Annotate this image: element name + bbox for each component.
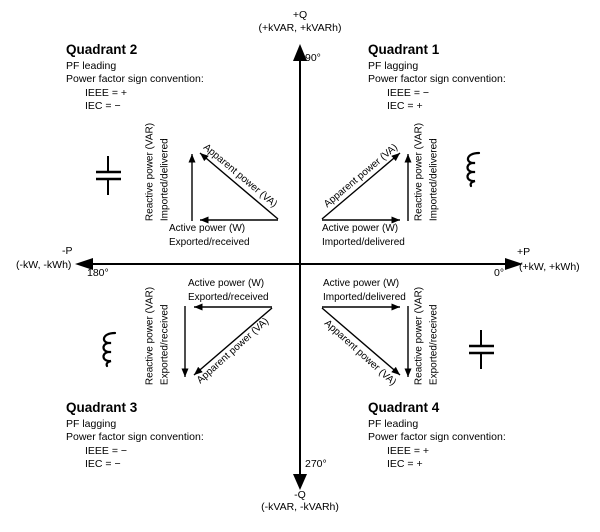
ieee-sign-label: IEEE = + — [387, 444, 430, 457]
q3-power-triangle — [181, 303, 273, 377]
sign-convention-label: Power factor sign convention: — [368, 431, 506, 444]
q1-active-power-label: Active power (W) Imported/delivered — [322, 222, 405, 250]
up-arrowhead — [293, 44, 307, 61]
iec-sign-label: IEC = + — [387, 99, 423, 112]
angle-0-label: 0° — [494, 267, 505, 279]
quadrant-title: Quadrant 4 — [368, 400, 440, 415]
reactive-flow-text: Imported/delivered — [428, 138, 439, 222]
reactive-power-text: Reactive power (VAR) — [144, 122, 156, 222]
q-axis-negative-label: -Q — [294, 489, 306, 501]
sign-convention-label: Power factor sign convention: — [368, 73, 506, 86]
q-axis-negative-units: (-kVAR, -kVARh) — [261, 501, 339, 513]
p-axis-negative-units: (-kW, -kWh) — [16, 259, 72, 271]
sign-convention-label: Power factor sign convention: — [66, 431, 204, 444]
pf-direction-label: PF lagging — [66, 418, 117, 430]
angle-180-label: 180° — [87, 267, 109, 279]
ieee-sign-label: IEEE = + — [85, 86, 128, 99]
reactive-flow-text: Exported/received — [428, 304, 439, 386]
ieee-sign-label: IEEE = − — [387, 86, 430, 99]
reactive-power-text: Reactive power (VAR) — [413, 122, 425, 222]
p-axis-positive-label: +P — [517, 246, 531, 258]
p-axis-negative-label: -P — [62, 245, 73, 257]
q1-reactive-power-label: Reactive power (VAR) Imported/delivered — [413, 123, 442, 221]
pf-direction-label: PF lagging — [368, 60, 419, 72]
active-power-text: Active power (W) — [323, 278, 400, 289]
q2-active-power-label: Active power (W) Exported/received — [169, 222, 250, 250]
q4-reactive-power-label: Reactive power (VAR) Exported/received — [413, 287, 442, 385]
quadrant-title: Quadrant 3 — [66, 400, 138, 415]
q2-reactive-power-label: Reactive power (VAR) Imported/delivered — [144, 123, 173, 221]
reactive-flow-text: Exported/received — [159, 304, 170, 386]
q4-power-triangle — [321, 303, 412, 377]
active-power-text: Active power (W) — [169, 223, 246, 234]
ieee-sign-label: IEEE = − — [85, 444, 128, 457]
iec-sign-label: IEC = + — [387, 457, 423, 470]
angle-90-label: 90° — [305, 52, 321, 64]
quadrant-2-info: Quadrant 2 PF leading Power factor sign … — [66, 42, 204, 113]
pf-direction-label: PF leading — [66, 60, 117, 72]
inductor-icon — [102, 331, 117, 368]
q4-active-power-label: Active power (W) Imported/delivered — [323, 277, 406, 305]
active-flow-text: Imported/delivered — [323, 292, 406, 303]
iec-sign-label: IEC = − — [85, 457, 121, 470]
quadrant-4-info: Quadrant 4 PF leading Power factor sign … — [368, 400, 506, 471]
reactive-power-text: Reactive power (VAR) — [413, 286, 425, 386]
inductor-icon — [466, 151, 481, 188]
angle-270-label: 270° — [305, 458, 327, 470]
q1-power-triangle — [321, 152, 412, 224]
p-axis-positive-units: (+kW, +kWh) — [519, 261, 580, 273]
sign-convention-label: Power factor sign convention: — [66, 73, 204, 86]
iec-sign-label: IEC = − — [85, 99, 121, 112]
p-axis — [75, 258, 523, 270]
active-flow-text: Exported/received — [188, 292, 269, 303]
active-flow-text: Imported/delivered — [322, 237, 405, 248]
reactive-power-text: Reactive power (VAR) — [144, 286, 156, 386]
quadrant-3-info: Quadrant 3 PF lagging Power factor sign … — [66, 400, 204, 471]
quadrant-title: Quadrant 2 — [66, 42, 138, 57]
left-arrowhead — [75, 258, 93, 270]
capacitor-icon — [96, 156, 121, 195]
active-power-text: Active power (W) — [188, 278, 265, 289]
reactive-flow-text: Imported/delivered — [159, 138, 170, 222]
active-flow-text: Exported/received — [169, 237, 250, 248]
q2-power-triangle — [188, 152, 279, 224]
capacitor-icon — [469, 330, 494, 369]
q-axis-positive-label: +Q — [292, 9, 308, 21]
q-axis — [293, 44, 307, 490]
pf-direction-label: PF leading — [368, 418, 419, 430]
active-power-text: Active power (W) — [322, 223, 399, 234]
down-arrowhead — [293, 474, 307, 490]
quadrant-1-info: Quadrant 1 PF lagging Power factor sign … — [368, 42, 506, 113]
q3-active-power-label: Active power (W) Exported/received — [188, 277, 269, 305]
q3-reactive-power-label: Reactive power (VAR) Exported/received — [144, 287, 173, 385]
q-axis-positive-units: (+kVAR, +kVARh) — [258, 22, 342, 34]
right-arrowhead — [505, 258, 523, 270]
quadrant-title: Quadrant 1 — [368, 42, 440, 57]
